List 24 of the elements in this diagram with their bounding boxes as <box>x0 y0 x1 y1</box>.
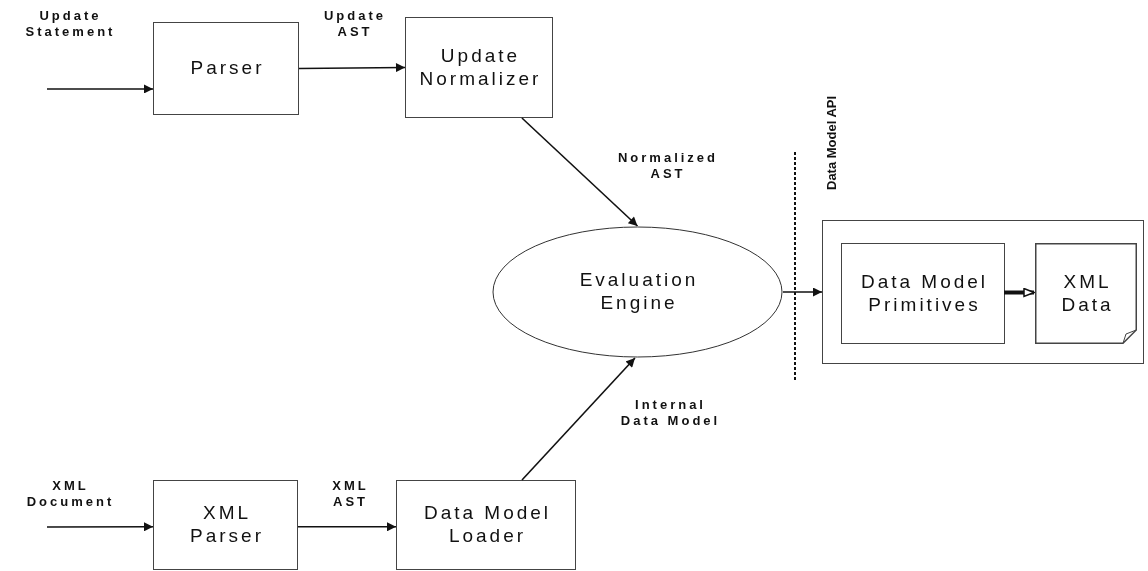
node-label: Data Model Loader <box>422 502 553 548</box>
arrow <box>521 357 636 481</box>
arrow <box>1004 287 1035 298</box>
document-box <box>1035 243 1137 344</box>
node-label: XML Data <box>1060 270 1115 317</box>
node-label: XML Parser <box>189 502 265 548</box>
process-box <box>841 243 1005 344</box>
process-box <box>153 22 299 115</box>
process-box <box>405 17 553 118</box>
arrow <box>521 117 639 227</box>
arrow <box>46 522 154 532</box>
process-box <box>396 480 576 570</box>
axis-label: Data Model API <box>824 95 839 190</box>
node-label: Parser <box>189 57 265 80</box>
container-box <box>822 220 1144 364</box>
node-label: Evaluation Engine <box>578 269 700 315</box>
arrow <box>298 63 406 73</box>
node-label: Data Model Primitives <box>859 270 990 317</box>
process-box <box>153 480 298 570</box>
process-ellipse <box>492 226 783 358</box>
node-label: Update Normalizer <box>418 44 543 91</box>
arrow <box>297 522 397 532</box>
arrow <box>782 287 823 297</box>
arrow <box>46 84 154 94</box>
